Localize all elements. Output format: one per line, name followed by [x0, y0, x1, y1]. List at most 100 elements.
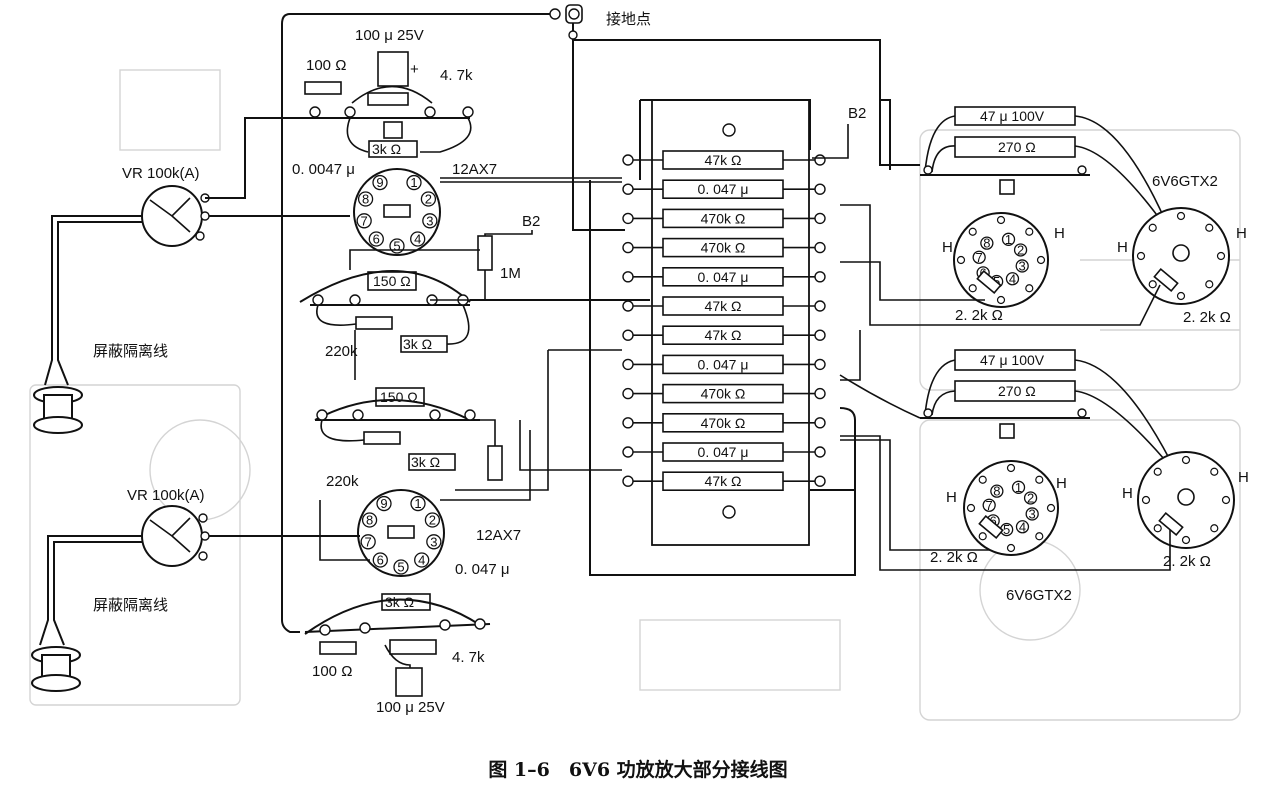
tube-pin: 7	[972, 250, 986, 265]
upper-a-h-right: H	[1054, 225, 1065, 242]
upper-r270-label: 270 Ω	[998, 139, 1036, 155]
tube-pin-number: 7	[976, 250, 983, 265]
board-terminal	[814, 358, 826, 371]
tube-pin-contact	[990, 484, 1004, 498]
lower-b-r2k2: 2. 2k Ω	[1163, 553, 1211, 570]
upper-c0047-label: 0. 0047 μ	[292, 161, 355, 178]
board-row: 0. 047 μ	[622, 266, 826, 287]
board-terminal	[622, 300, 634, 312]
board-row: 47k Ω	[622, 150, 826, 170]
board-component-value: 470k Ω	[701, 415, 746, 431]
mid-r220k-label: 220k	[325, 343, 358, 360]
mid-r3k-label: 3k Ω	[403, 336, 432, 352]
socket-contact	[1210, 524, 1219, 533]
socket-contact	[1035, 532, 1044, 541]
socket-contact	[956, 255, 966, 265]
tube-pin: 4	[414, 552, 430, 568]
board-terminal	[814, 417, 826, 429]
upper-c47u-label: 47 μ 100V	[980, 108, 1045, 124]
socket-contact	[1205, 280, 1214, 289]
tube-pin: 1	[1001, 232, 1016, 247]
tube-pin: 2	[424, 512, 441, 528]
board-terminal	[622, 154, 634, 166]
lower-b-h-right: H	[1238, 469, 1249, 486]
tube-pin-contact	[424, 512, 441, 528]
lower-vr-label: VR 100k(A)	[127, 487, 205, 504]
board-terminal	[814, 300, 826, 312]
upper-6v6-socket-b: H H 2. 2k Ω	[1117, 207, 1247, 326]
tube-pin: 8	[357, 191, 374, 207]
upper-cap-label: 100 μ 25V	[355, 27, 424, 44]
tube-pin-contact	[410, 231, 426, 247]
tube-pin-contact	[1023, 491, 1038, 505]
tube-pin-contact	[414, 552, 430, 568]
board-component-value: 47k Ω	[705, 327, 742, 343]
board-terminal	[814, 183, 826, 195]
lower-tube-label: 12AX7	[476, 527, 521, 544]
tube-pin-contact	[356, 213, 372, 229]
board-terminal	[622, 475, 634, 487]
lower-c47u-label: 47 μ 100V	[980, 352, 1045, 368]
upper-6v6-label: 6V6GTX2	[1152, 173, 1218, 190]
tube-pin-contact	[1005, 272, 1020, 286]
bottom-r100-label: 100 Ω	[312, 663, 352, 680]
tube-pin: 6	[368, 231, 384, 247]
board-terminal	[622, 212, 634, 225]
ground-point: 接地点	[549, 4, 651, 40]
lower-6v6-socket-b: H H 2. 2k Ω	[1122, 451, 1249, 570]
tube-pin: 7	[360, 534, 376, 550]
socket-contact	[1153, 524, 1162, 533]
board-terminal	[622, 387, 634, 400]
tube-pin-contact	[361, 512, 378, 528]
tube-pin-contact	[368, 231, 384, 247]
tube-pin-number: 2	[1027, 490, 1034, 505]
socket-contact	[1181, 535, 1191, 545]
upper-shielded-label: 屏蔽隔离线	[93, 343, 168, 360]
tube-pin-number: 3	[426, 213, 433, 228]
board-terminal	[814, 271, 826, 283]
board-terminal	[814, 446, 826, 458]
board-terminal	[814, 212, 826, 225]
upper-a-r2k2: 2. 2k Ω	[955, 307, 1003, 324]
board-terminal	[622, 446, 634, 458]
upper-vr-label: VR 100k(A)	[122, 165, 200, 182]
tube-pin: 4	[410, 231, 426, 247]
tube-pin: 6	[372, 552, 388, 568]
socket-contact	[996, 215, 1006, 225]
board-row: 0. 047 μ	[622, 442, 826, 462]
tube-pin: 9	[372, 174, 388, 191]
socket-contact	[1136, 251, 1146, 261]
socket-contact	[1221, 495, 1231, 505]
tube-pin: 4	[1015, 519, 1030, 534]
tube-pin: 3	[1025, 506, 1039, 521]
board-row: 47k Ω	[622, 325, 826, 346]
socket-contact	[968, 284, 977, 293]
tube-pin-number: 1	[1005, 232, 1012, 247]
tube-pin-number: 4	[414, 231, 421, 246]
upper-r100-label: 100 Ω	[306, 57, 346, 74]
tube-pin-number: 4	[1009, 271, 1016, 286]
mid-b2-label: B2	[522, 213, 540, 230]
tube-pin-number: 4	[1019, 519, 1026, 534]
socket-contact	[1025, 284, 1034, 293]
tube-pin-contact	[972, 250, 986, 264]
upper-b-pins	[1136, 211, 1226, 301]
board-terminal	[814, 241, 826, 254]
tube-pin: 2	[1023, 490, 1038, 505]
board-component-value: 470k Ω	[701, 386, 746, 402]
signal-wiring	[319, 177, 622, 561]
upper-r3k-label: 3k Ω	[372, 141, 401, 157]
tube-pin-number: 5	[393, 239, 400, 254]
tube-pin-contact	[410, 495, 426, 512]
board-terminal	[622, 183, 634, 195]
low-r150-label: 150 Ω	[380, 389, 418, 405]
board-row: 0. 047 μ	[622, 179, 826, 199]
tube-pin-contact	[420, 191, 437, 207]
mid-r150-label: 150 Ω	[373, 273, 411, 289]
tube-pin-number: 3	[1029, 506, 1036, 521]
board-component-value: 0. 047 μ	[698, 181, 749, 197]
